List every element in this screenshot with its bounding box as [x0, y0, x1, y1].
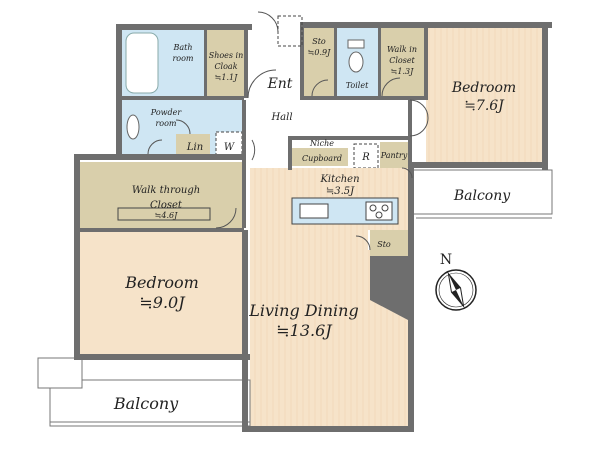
walkin-area: ≒1.3J	[391, 67, 414, 76]
hall-floor	[244, 100, 380, 136]
washer-floor	[215, 131, 243, 159]
compass-north-label: N	[440, 252, 452, 268]
bedroom-left-area: ≒9.0J	[139, 293, 186, 312]
sto-kitchen-floor	[370, 230, 408, 256]
walkin-label-2: Closet	[389, 56, 415, 65]
niche-label: Niche	[309, 139, 334, 148]
walkthrough-area: ≒4.6J	[155, 211, 178, 220]
shoes-cloak-floor	[206, 30, 244, 96]
bedroom-left-label: Bedroom	[124, 273, 199, 292]
toilet-label: Toilet	[346, 81, 369, 90]
pantry-floor	[380, 142, 408, 170]
toilet-bowl	[348, 51, 364, 73]
cupboard-label: Cupboard	[302, 154, 342, 163]
kitchen-sink	[299, 203, 329, 219]
entrance-step	[277, 15, 303, 47]
entrance-label: Ent	[267, 76, 293, 92]
living-dining-label: Living Dining	[248, 301, 358, 320]
shoes-cloak-label-2: Cloak	[214, 62, 237, 71]
walkthrough-label-2: Closet	[150, 200, 183, 211]
walkin-label: Walk in	[387, 45, 417, 54]
kitchen-stove	[365, 201, 393, 221]
balcony-left-ext	[37, 357, 83, 389]
fridge-floor	[353, 143, 379, 169]
washer-label: W	[224, 142, 235, 153]
shoes-cloak-label: Shoes in	[209, 51, 244, 60]
compass: N	[435, 252, 477, 311]
sto-top-area: ≒0.9J	[308, 48, 331, 57]
sto-top-floor	[304, 28, 334, 96]
kitchen-area: ≒3.5J	[326, 186, 355, 197]
toilet-tank	[347, 39, 365, 49]
burner-icon	[375, 211, 383, 219]
entrance-floor	[246, 54, 302, 98]
kitchen-label: Kitchen	[319, 174, 359, 185]
bath-room-label-2: room	[172, 54, 193, 63]
walkthrough-shelf	[117, 207, 211, 221]
walkin-closet-floor	[380, 28, 424, 96]
doors	[147, 11, 429, 251]
burner-icon	[369, 204, 377, 212]
cupboard-floor	[292, 148, 348, 166]
bedroom-right-label: Bedroom	[451, 80, 516, 96]
shoes-cloak-area: ≒1.1J	[215, 73, 238, 82]
sto-kitchen-label: Sto	[377, 240, 391, 249]
bathtub	[125, 32, 159, 94]
powder-label: Powder	[150, 108, 183, 117]
walkthrough-label: Walk through	[132, 185, 200, 196]
hall-label: Hall	[270, 112, 292, 123]
compass-needle-icon	[447, 271, 465, 309]
lin-label: Lin	[186, 142, 203, 153]
balcony-right-label: Balcony	[453, 188, 511, 204]
powder-label-2: room	[155, 119, 176, 128]
powder-sink	[126, 114, 140, 140]
balcony-bottom-label: Balcony	[113, 394, 179, 413]
living-dining-floor	[250, 168, 410, 430]
sto-top-label: Sto	[312, 37, 326, 46]
bedroom-left-floor	[80, 230, 242, 356]
burner-icon	[381, 204, 389, 212]
bedroom-right-area: ≒7.6J	[464, 98, 505, 114]
bath-room-label: Bath	[172, 43, 192, 52]
fridge-label: R	[361, 152, 370, 163]
balcony-bottom-floor	[49, 379, 251, 427]
bedroom-right-floor	[426, 28, 542, 164]
lin-floor	[176, 134, 210, 156]
living-dining-area: ≒13.6J	[276, 321, 333, 340]
pantry-label: Pantry	[380, 151, 408, 160]
walls	[74, 22, 552, 432]
